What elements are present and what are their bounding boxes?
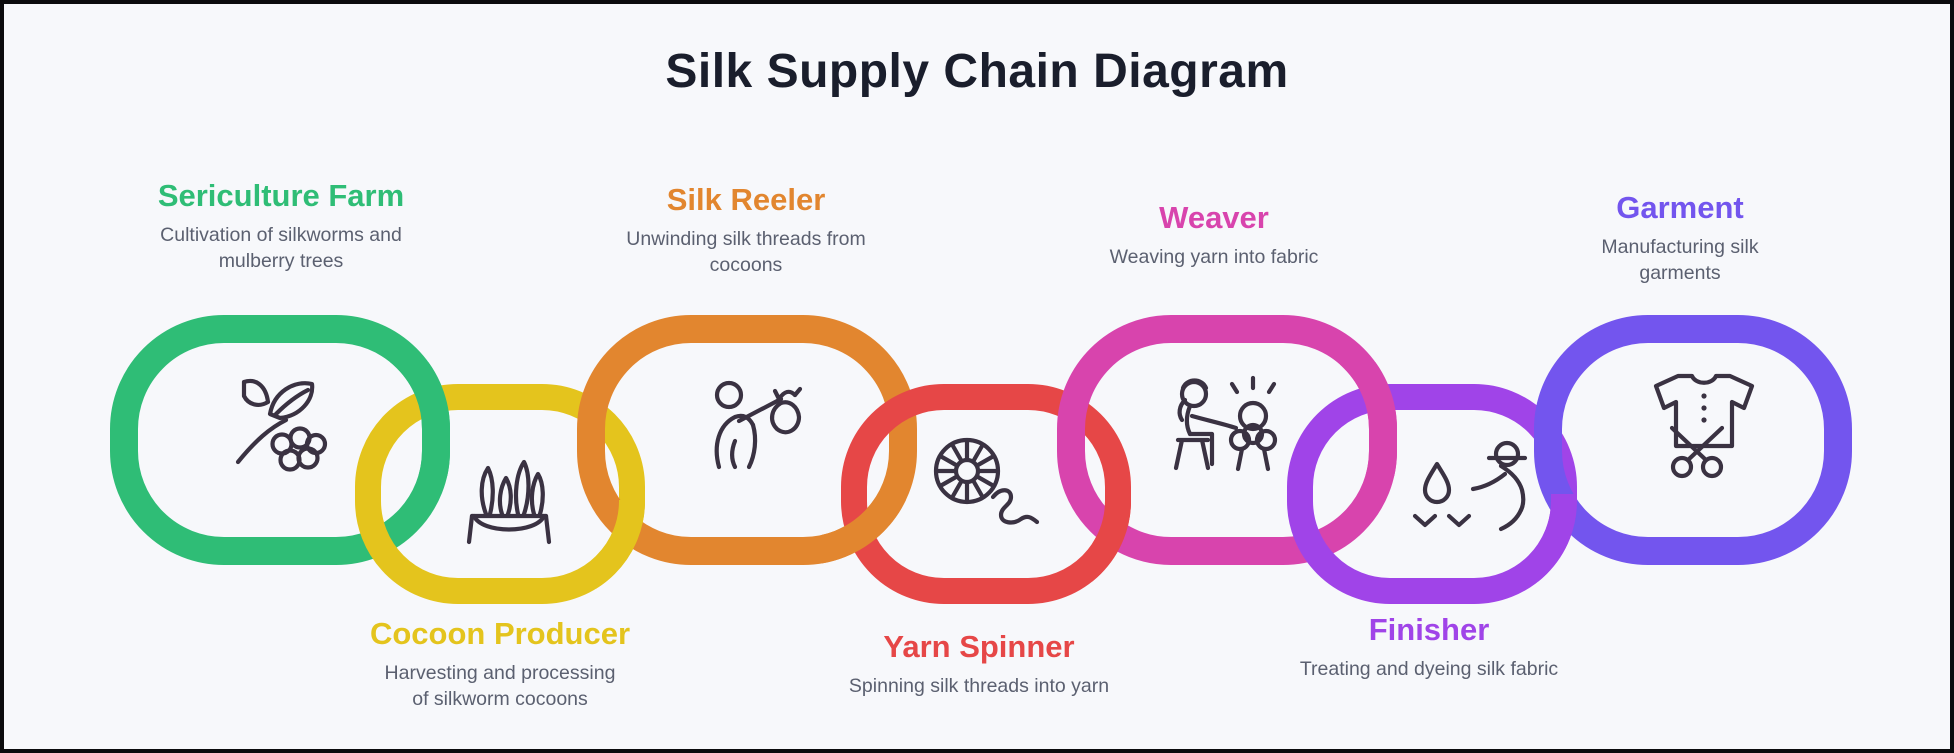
yarn-reel-with-thread-icon bbox=[929, 429, 1044, 529]
stage-title: Silk Reeler bbox=[666, 182, 826, 217]
stage-label-silk-reeler: Silk Reeler Unwinding silk threads from … bbox=[620, 182, 872, 278]
stage-title: Sericulture Farm bbox=[157, 178, 405, 213]
stage-description: Cultivation of silkworms and mulberry tr… bbox=[160, 224, 402, 272]
shirt-with-scissors-icon bbox=[1634, 366, 1774, 481]
chain-link-silk-reeler bbox=[577, 315, 917, 565]
stage-title: Weaver bbox=[1159, 200, 1269, 235]
stage-description: Manufacturing silk garments bbox=[1601, 236, 1759, 284]
stage-description: Spinning silk threads into yarn bbox=[848, 675, 1110, 697]
person-dyeing-icon bbox=[1409, 432, 1554, 532]
stage-title: Yarn Spinner bbox=[883, 629, 1075, 664]
stage-title: Finisher bbox=[1368, 612, 1490, 647]
stage-description: Treating and dyeing silk fabric bbox=[1299, 658, 1559, 680]
stage-title: Garment bbox=[1616, 190, 1744, 225]
stage-label-garment: Garment Manufacturing silk garments bbox=[1590, 190, 1770, 286]
chain-links-graphic bbox=[110, 315, 1852, 604]
person-weaving-icon bbox=[1152, 372, 1297, 482]
cocoons-in-basket-icon bbox=[464, 444, 554, 554]
chain-link-garment bbox=[1534, 315, 1852, 565]
chain-link-cocoon-producer bbox=[355, 384, 645, 604]
stage-label-cocoon-producer: Cocoon Producer Harvesting and processin… bbox=[370, 616, 630, 712]
stage-label-weaver: Weaver Weaving yarn into fabric bbox=[1074, 200, 1354, 270]
stage-label-sericulture-farm: Sericulture Farm Cultivation of silkworm… bbox=[152, 178, 410, 274]
chain-link-weaver-overlap bbox=[1340, 362, 1397, 476]
chain-link-sericulture-farm-overlap bbox=[389, 362, 450, 476]
stage-label-yarn-spinner: Yarn Spinner Spinning silk threads into … bbox=[819, 629, 1139, 699]
person-with-silk-sack-icon bbox=[699, 369, 804, 474]
stage-description: Unwinding silk threads from cocoons bbox=[626, 228, 866, 276]
stage-title: Cocoon Producer bbox=[369, 616, 631, 651]
page-title: Silk Supply Chain Diagram bbox=[665, 45, 1289, 98]
stage-description: Weaving yarn into fabric bbox=[1109, 246, 1319, 268]
stage-label-finisher: Finisher Treating and dyeing silk fabric bbox=[1269, 612, 1589, 682]
stage-description: Harvesting and processing of silkworm co… bbox=[384, 662, 616, 710]
mulberry-branch-icon bbox=[228, 372, 328, 478]
